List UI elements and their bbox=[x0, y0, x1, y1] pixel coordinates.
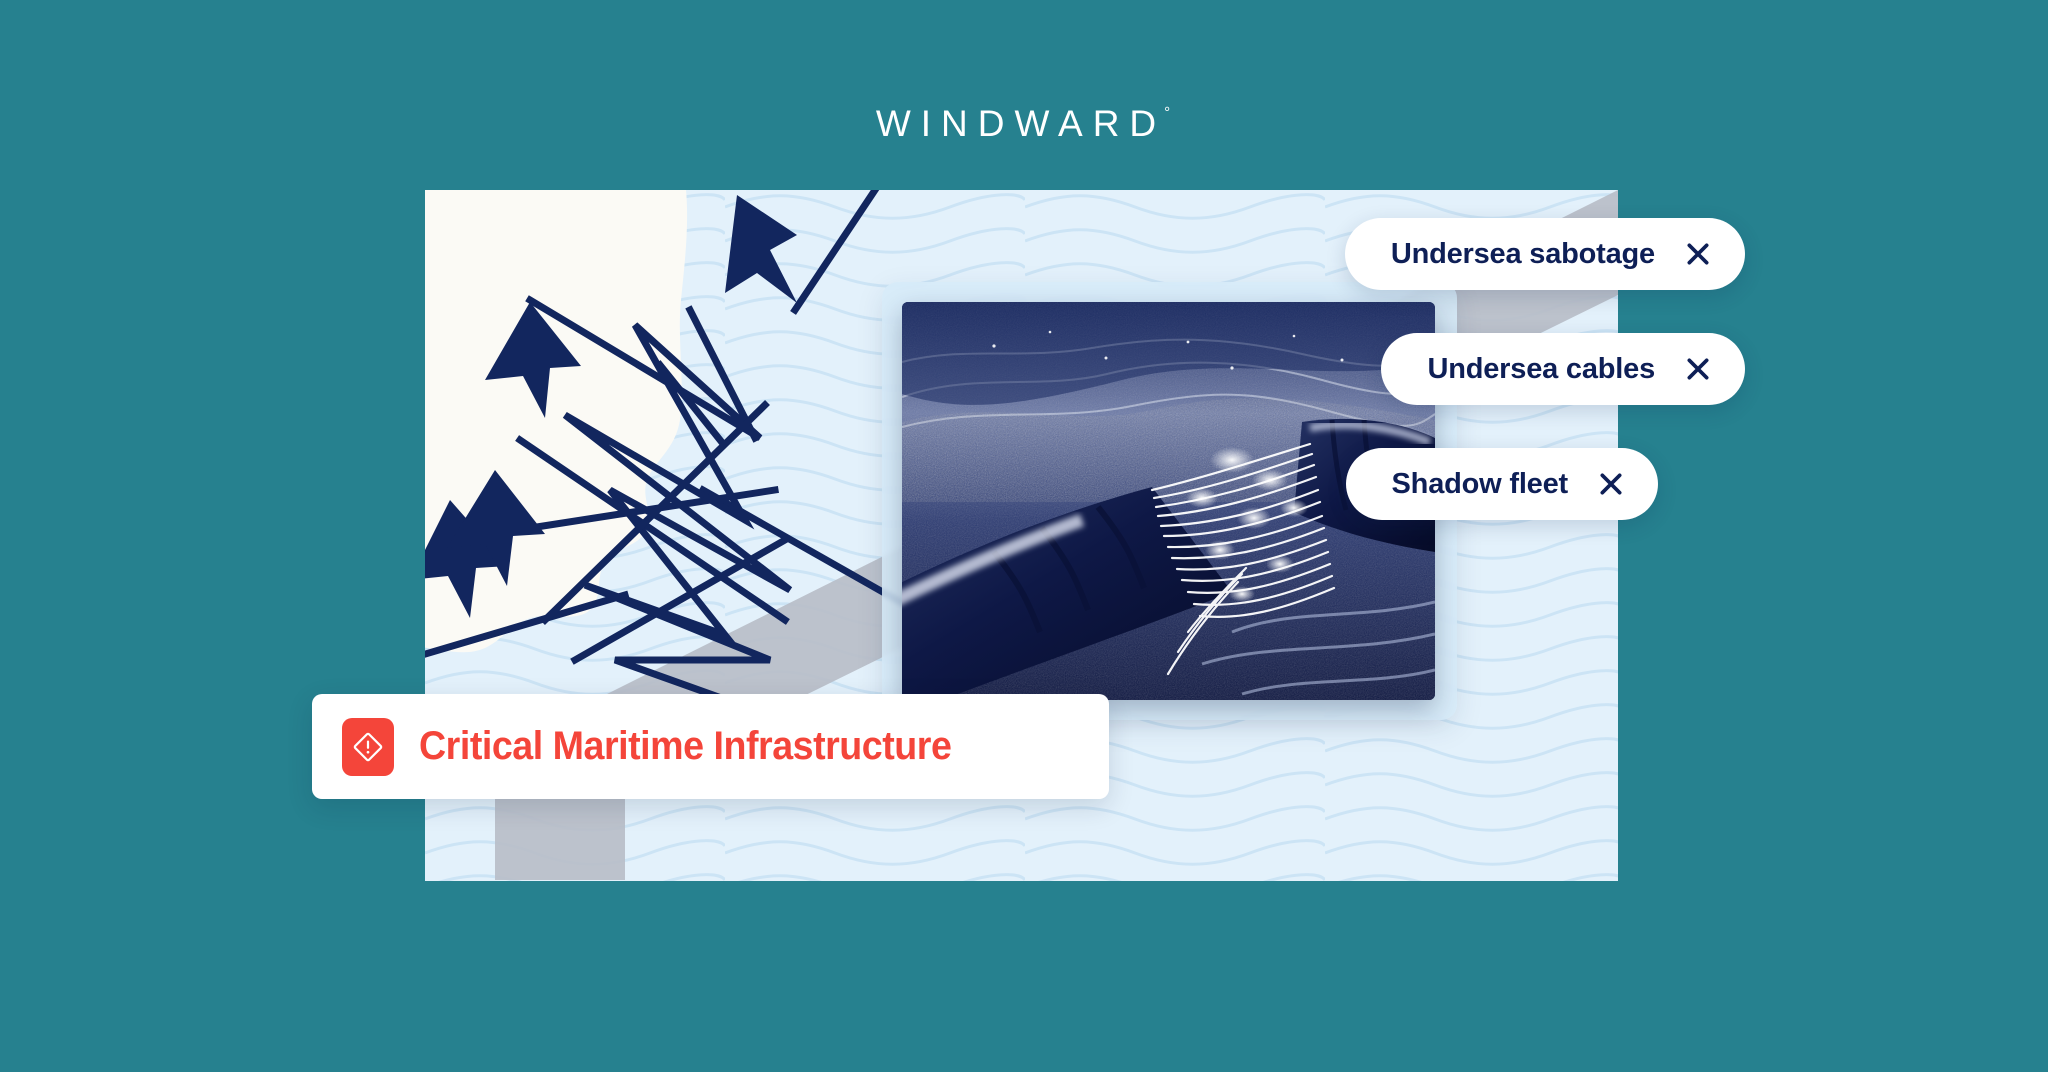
filter-pill-undersea-sabotage[interactable]: Undersea sabotage bbox=[1344, 218, 1745, 290]
filter-pill-shadow-fleet[interactable]: Shadow fleet bbox=[1345, 448, 1658, 520]
alert-label: Critical Maritime Infrastructure bbox=[419, 724, 952, 768]
alert-diamond-glyph bbox=[353, 732, 383, 761]
close-icon[interactable] bbox=[1685, 356, 1711, 382]
filter-pill-label: Undersea sabotage bbox=[1390, 237, 1655, 270]
filter-pill-undersea-cables[interactable]: Undersea cables bbox=[1381, 333, 1745, 405]
close-icon[interactable] bbox=[1598, 471, 1624, 497]
filter-pill-label: Shadow fleet bbox=[1391, 467, 1569, 500]
close-icon[interactable] bbox=[1685, 241, 1711, 267]
filter-pill-label: Undersea cables bbox=[1427, 352, 1655, 385]
brand-logo: WINDWARD° bbox=[0, 105, 2048, 142]
critical-infrastructure-alert-card[interactable]: Critical Maritime Infrastructure bbox=[312, 694, 1109, 799]
undersea-cable-photo[interactable] bbox=[902, 302, 1435, 700]
brand-degree-mark: ° bbox=[1164, 103, 1171, 121]
alert-diamond-icon bbox=[342, 717, 394, 776]
vessel-marker bbox=[425, 195, 797, 618]
brand-name: WINDWARD bbox=[875, 103, 1167, 144]
undersea-cable-illustration bbox=[902, 302, 1435, 700]
